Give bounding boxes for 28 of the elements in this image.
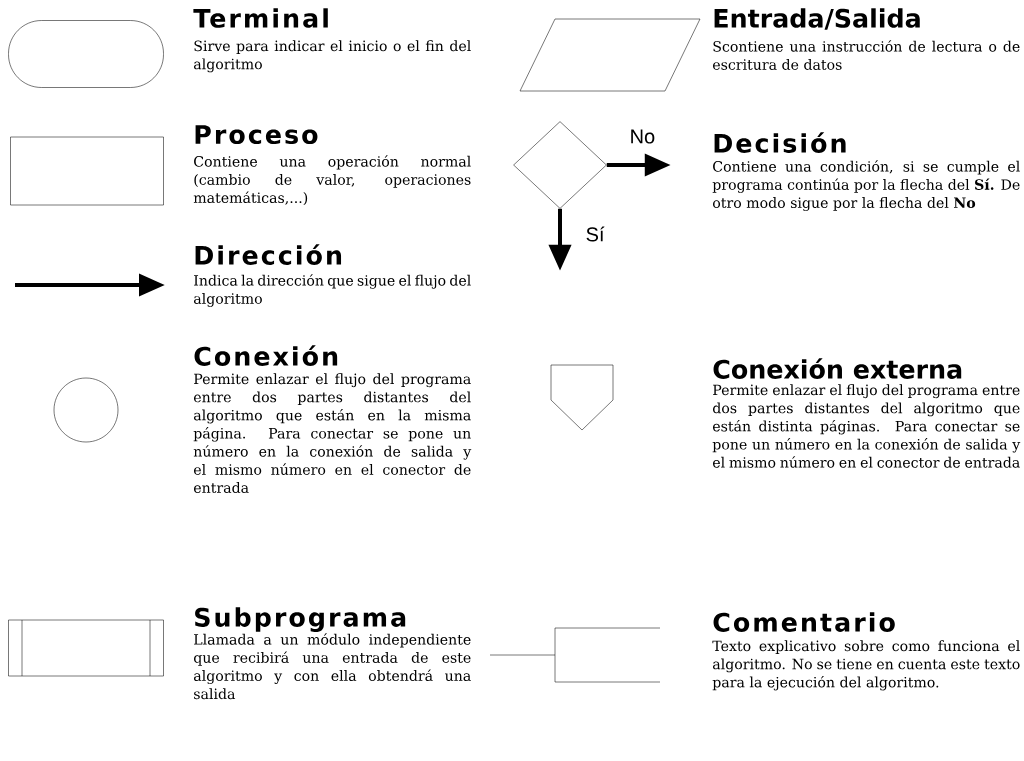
parallelogram-symbol bbox=[519, 18, 701, 92]
edge-label: No bbox=[628, 128, 657, 145]
symbol-description: Sirve para indicar el inicio o el fin del algoritmo bbox=[194, 40, 471, 73]
process-box bbox=[10, 136, 164, 206]
symbol-title: Proceso bbox=[195, 125, 318, 145]
symbol-description: Texto explicativo sobre como funciona el algoritmo. No se tiene en cuenta este texto para la ejecución del algoritmo. bbox=[712, 640, 1020, 691]
terminal-symbol bbox=[8, 20, 164, 88]
symbol-description: Contiene una condición, si se cumple el programa continúa por la flecha del Sí. De otro modo sigue por la flecha del No bbox=[712, 160, 1020, 211]
comment-bracket bbox=[489, 627, 661, 683]
symbol-description: Llamada a un módulo independiente que recibirá una entrada de este algoritmo y con ella obtendrá una salida bbox=[194, 633, 471, 700]
symbol-description: Contiene una operación normal (cambio de valor, operaciones matemáticas,...) bbox=[193, 155, 471, 206]
subprogram-box bbox=[8, 619, 164, 677]
edge-label: Sí bbox=[584, 225, 606, 243]
symbol-title: Comentario bbox=[713, 612, 895, 632]
symbol-title: Decisión bbox=[714, 132, 846, 153]
symbol-title: Terminal bbox=[193, 8, 328, 28]
symbol-description: Permite enlazar el flujo del programa entre dos partes distantes del algoritmo que están en la misma página. Para conectar se pone un número en la conexión de salida y el mismo número en el conector de entrada bbox=[193, 373, 472, 493]
decision-diamond bbox=[513, 121, 607, 209]
symbol-title: Entrada/Salida bbox=[714, 8, 920, 30]
symbol-description: Permite enlazar el flujo del programa entre dos partes distantes del algoritmo que están distinta páginas. Para conectar se pone un número en la conexión de salida y el mismo número en el conector de entrada bbox=[712, 384, 1021, 468]
symbol-title: Conexión bbox=[194, 345, 338, 366]
symbol-description: Indica la dirección que sigue el flujo del algoritmo bbox=[194, 274, 471, 307]
symbol-title: Dirección bbox=[195, 244, 342, 265]
connector-circle bbox=[53, 377, 119, 443]
symbol-title: Subprograma bbox=[195, 607, 406, 632]
offpage-connector-symbol bbox=[550, 364, 614, 431]
symbol-title: Conexión externa bbox=[713, 358, 962, 379]
symbol-description: Scontiene una instrucción de lectura o de escritura de datos bbox=[713, 40, 1020, 70]
